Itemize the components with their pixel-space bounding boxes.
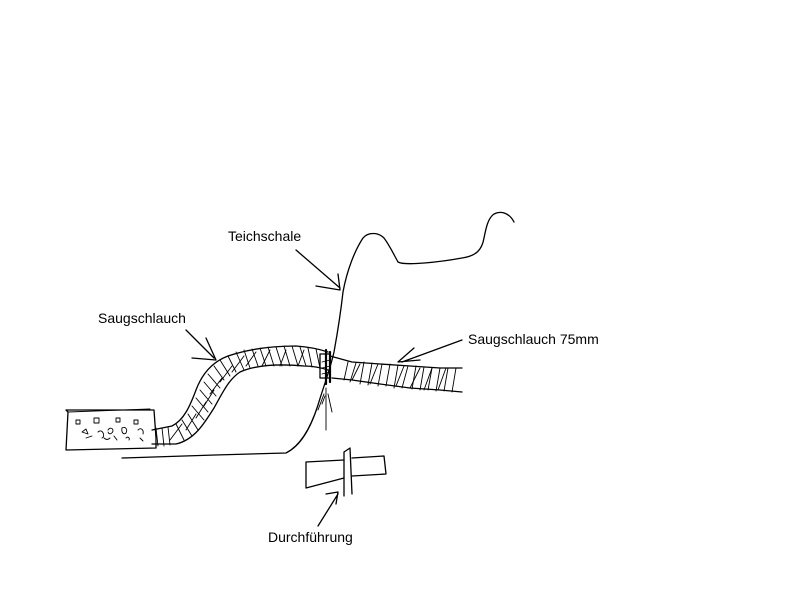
suction-hose-right <box>329 355 463 393</box>
pass-through-flange <box>343 447 353 497</box>
arrow-durchfuehrung <box>317 491 339 527</box>
label-teichschale: Teichschale <box>228 228 301 244</box>
hose-right-ribs <box>343 361 457 393</box>
pond-shell-outline <box>121 211 515 459</box>
hose-right-ribs-cross <box>351 363 447 391</box>
label-saugschlauch: Saugschlauch <box>98 310 186 326</box>
arrow-saugschlauch-75mm <box>397 339 463 363</box>
hose-right-outline-top <box>329 355 463 369</box>
suction-hose-left <box>151 345 329 447</box>
hose-right-outline-bottom <box>331 377 463 393</box>
label-durchfuehrung: Durchführung <box>268 529 353 545</box>
pass-through-fitting <box>305 447 387 497</box>
pump-box-scribbles <box>75 417 144 442</box>
hose-left-outline-bottom <box>151 364 329 445</box>
arrow-teichschale <box>295 249 341 291</box>
shell-fitting <box>317 348 333 431</box>
shell-fitting-scribble <box>321 359 331 375</box>
hose-left-ribs-cross <box>169 349 305 441</box>
hose-left-outline-top <box>151 345 329 431</box>
pump-box <box>65 408 157 451</box>
label-saugschlauch-75mm: Saugschlauch 75mm <box>468 331 599 347</box>
hose-left-ribs <box>155 345 321 447</box>
pump-box-top-edge <box>67 408 151 413</box>
shell-fitting-pointer <box>317 387 333 431</box>
arrow-saugschlauch <box>185 329 217 361</box>
pass-through-pipe <box>305 455 387 489</box>
